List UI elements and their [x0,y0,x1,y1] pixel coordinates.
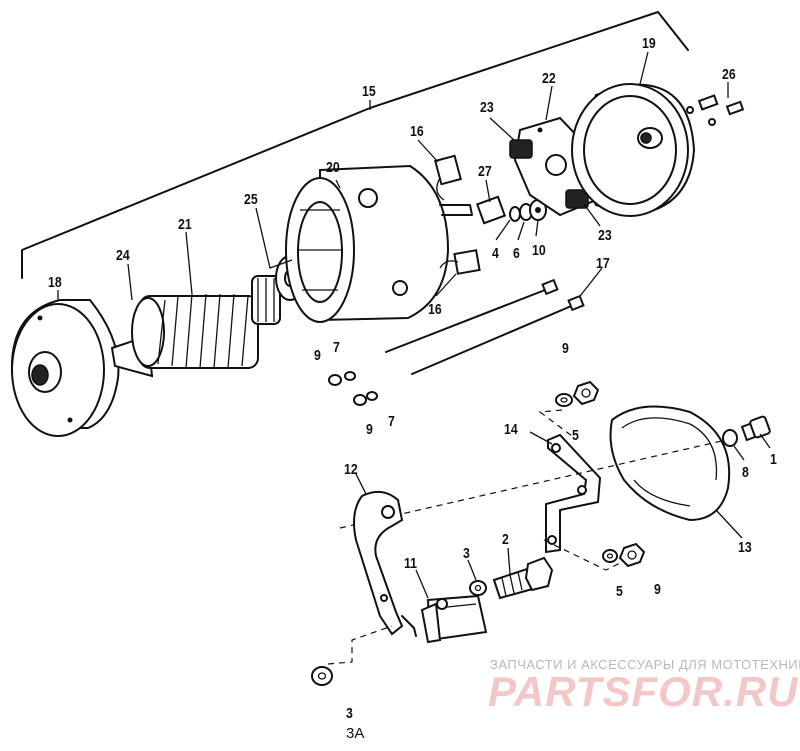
callout-21: 21 [178,216,192,233]
part-11-clamp [420,594,488,644]
part-13-cover-band [609,405,731,522]
part-14-support-bracket [545,433,602,554]
part-8-1-lock-washer-screw [722,415,771,447]
part-27-insulator [475,195,507,225]
callout-26: 26 [722,66,736,83]
callout-24: 24 [116,247,130,264]
callout-9-a: 9 [314,347,321,364]
callout-10: 10 [532,242,546,259]
callout-19: 19 [642,35,656,52]
callout-7-b: 7 [388,413,395,430]
callout-23-lower: 23 [598,227,612,244]
callout-20: 20 [326,159,340,176]
part-4-6-10-washers-nut [509,199,547,222]
part-16-brush-upper [434,154,462,201]
watermark-tagline: ЗАПЧАСТИ И АКСЕССУАРЫ ДЛЯ МОТОТЕХНИКИ [490,657,800,672]
callout-27: 27 [478,163,492,180]
callout-5-a: 5 [572,427,579,444]
callout-2: 2 [502,531,509,548]
callout-11: 11 [404,555,418,572]
callout-16-upper: 16 [410,123,424,140]
part-2-bolt [492,556,554,600]
callout-14: 14 [504,421,518,438]
part-17-through-bolts [385,278,585,375]
part-21-armature [110,275,281,378]
callout-22: 22 [542,70,556,87]
callout-6: 6 [513,245,520,262]
part-3-washer [469,580,487,596]
callout-17: 17 [596,255,610,272]
part-7-9-nuts-washers [328,371,378,406]
callout-9-d: 9 [654,581,661,598]
part-5-9-lower-washer-nut [602,542,646,568]
part-9-5-upper-nut-washer [538,380,600,437]
callout-13: 13 [738,539,752,556]
callout-25: 25 [244,191,258,208]
part-3-lower-washer [311,625,393,686]
part-12-mounting-strap [353,490,417,637]
callout-8: 8 [742,464,749,481]
callout-7-a: 7 [333,339,340,356]
leader-lines [57,51,771,599]
callout-9-c: 9 [562,340,569,357]
callout-9-b: 9 [366,421,373,438]
callout-3-b: 3 [346,705,353,722]
callout-18: 18 [48,274,62,291]
callout-12: 12 [344,461,358,478]
watermark-logo: PARTSFOR.RU [488,668,799,715]
part-18-drive-end-cover [10,299,120,437]
callout-16-lower: 16 [428,301,442,318]
part-20-field-frame [285,164,473,323]
callout-5-b: 5 [616,583,623,600]
part-16-brush-lower [439,249,481,275]
figure-caption: 3A [346,725,365,742]
callout-1: 1 [770,451,777,468]
callout-23-upper: 23 [480,99,494,116]
callout-3-a: 3 [463,545,470,562]
callout-15: 15 [362,83,376,100]
part-26-screws [686,94,745,126]
part-19-commutator-end-cover [571,83,696,217]
callout-4: 4 [492,245,499,262]
